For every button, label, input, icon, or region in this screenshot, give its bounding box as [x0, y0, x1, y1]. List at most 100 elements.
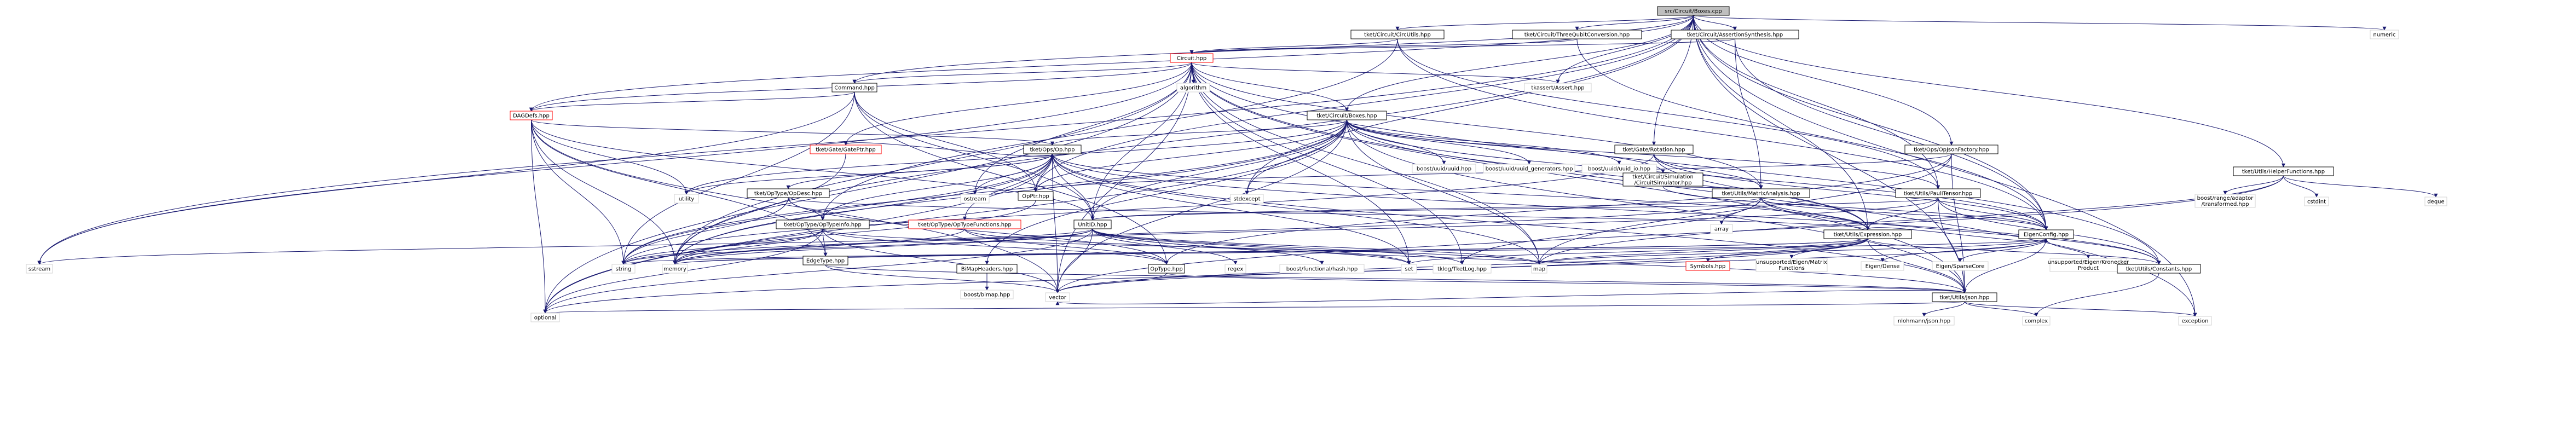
edge-command-to-unitid: [854, 91, 1095, 221]
node-label: stdexcept: [1233, 197, 1260, 203]
node-box: [2304, 197, 2329, 206]
node-label: vector: [1049, 295, 1067, 301]
edge-assertsynth-to-eigenconfig: [1735, 38, 2048, 230]
node-label: tket/Gate/GatePtr.hpp: [816, 147, 875, 153]
edge-boxes_hpp-to-vector: [1055, 119, 1347, 293]
edge-circutils-to-circuit: [1189, 38, 1398, 54]
node-eigenconfig[interactable]: EigenConfig.hpp: [2018, 229, 2074, 239]
node-boxes_hpp[interactable]: tket/Circuit/Boxes.hpp: [1307, 111, 1387, 120]
edge-boxes_cpp-to-tqconv: [1575, 15, 1694, 31]
node-label: Circuit.hpp: [1177, 56, 1206, 62]
node-box: [747, 188, 830, 198]
edge-eigenconfig-to-json: [1962, 238, 2047, 293]
edge-paulitensor-to-unitid: [1090, 197, 1938, 221]
node-opptr[interactable]: OpPtr.hpp: [1018, 191, 1054, 201]
node-gateptr[interactable]: tket/Gate/GatePtr.hpp: [810, 145, 882, 154]
node-label: tket/Circuit/CircUtils.hpp: [1364, 32, 1431, 38]
node-box: [1712, 188, 1810, 198]
node-label: set: [1405, 267, 1413, 273]
node-tqconv[interactable]: tket/Circuit/ThreeQubitConversion.hpp: [1512, 30, 1642, 39]
edge-circutils-to-optypeinfo: [821, 38, 1398, 221]
edge-helperfn-to-deque: [2283, 175, 2438, 198]
node-op[interactable]: tket/Ops/Op.hpp: [1023, 145, 1082, 154]
edge-helperfn-to-rangeadaptor: [2223, 175, 2284, 195]
nodes-layer: src/Circuit/Boxes.cpp tket/Circuit/CircUt…: [26, 6, 2447, 326]
node-dagdefs[interactable]: DAGDefs.hpp: [510, 111, 553, 120]
node-box: [1932, 292, 1997, 302]
edge-boxes_hpp-to-unitid: [1090, 119, 1347, 221]
node-bimap[interactable]: BiMapHeaders.hpp: [956, 264, 1018, 274]
edge-op-to-optional: [543, 153, 1053, 314]
edge-boxes_cpp-to-tkassert: [1556, 15, 1694, 84]
node-opjson[interactable]: tket/Ops/OpJsonFactory.hpp: [1904, 145, 1999, 154]
node-symbols[interactable]: Symbols.hpp: [1685, 261, 1730, 271]
node-circutils[interactable]: tket/Circuit/CircUtils.hpp: [1350, 30, 1445, 39]
node-optypefn[interactable]: tket/OpType/OpTypeFunctions.hpp: [908, 219, 1021, 229]
edge-circutils-to-paulitensor: [1397, 38, 1940, 189]
node-optypeinfo[interactable]: tket/OpType/OpTypeInfo.hpp: [776, 219, 870, 229]
node-boxes_cpp[interactable]: src/Circuit/Boxes.cpp: [1657, 6, 1730, 16]
node-expression[interactable]: tket/Utils/Expression.hpp: [1823, 229, 1912, 239]
node-label: boost/range/adaptor: [2197, 195, 2254, 201]
node-box: [1904, 145, 1999, 154]
node-paulitensor[interactable]: tket/Utils/PauliTensor.hpp: [1895, 188, 1981, 198]
edge-eigenconfig-to-map: [1537, 238, 2047, 265]
node-json[interactable]: tket/Utils/Json.hpp: [1932, 292, 1997, 302]
node-label: boost/uuid/uuid_generators.hpp: [1486, 166, 1573, 172]
node-label: tket/OpType/OpTypeInfo.hpp: [784, 222, 862, 228]
node-assertsynth[interactable]: tket/Circuit/AssertionSynthesis.hpp: [1671, 30, 1799, 39]
edge-circuit-to-set: [1191, 62, 1411, 265]
node-label: complex: [2025, 319, 2048, 325]
edge-boxes_hpp-to-op: [1050, 119, 1347, 146]
edge-opdesc-to-string: [621, 197, 789, 265]
node-box: [2424, 197, 2447, 206]
node-constants[interactable]: tket/Utils/Constants.hpp: [2117, 264, 2201, 274]
edge-boxes_cpp-to-helperfn: [1693, 15, 2285, 167]
edge-op-to-string: [621, 153, 1053, 265]
node-box: [1614, 145, 1694, 154]
node-box: [1433, 264, 1492, 274]
node-label: tket/Circuit/Simulation: [1632, 174, 1694, 180]
edge-boxes_cpp-to-memory: [673, 15, 1694, 265]
node-optype[interactable]: OpType.hpp: [1148, 264, 1185, 274]
node-box: [2018, 229, 2074, 239]
node-label: Eigen/Dense: [1865, 264, 1900, 270]
node-label: tket/Utils/Expression.hpp: [1834, 232, 1902, 238]
node-box: [1148, 264, 1185, 274]
node-edgetype[interactable]: EdgeType.hpp: [802, 256, 848, 265]
edge-circuit-to-constants: [1191, 62, 2161, 265]
node-gaterot[interactable]: tket/Gate/Rotation.hpp: [1614, 145, 1694, 154]
node-box: [1512, 30, 1642, 39]
edge-opjson-to-map: [1537, 153, 1952, 265]
edge-json-to-optional: [544, 301, 1965, 314]
node-box: [26, 264, 53, 274]
node-box: [2178, 316, 2212, 326]
node-nlohmann: nlohmann/json.hpp: [1893, 316, 1955, 326]
edge-circuit-to-json: [1191, 62, 1967, 293]
edge-op-to-constants: [1052, 153, 2161, 265]
edge-optypeinfo-to-edgetype: [822, 228, 828, 257]
node-box: [1073, 219, 1112, 229]
node-label: deque: [2427, 199, 2444, 205]
edge-optypeinfo-to-optype: [822, 228, 1169, 265]
edge-circuit-to-map: [1191, 62, 1541, 265]
node-unitid[interactable]: UnitID.hpp: [1073, 219, 1112, 229]
edge-dagdefs-to-utility: [531, 119, 689, 195]
node-opdesc[interactable]: tket/OpType/OpDesc.hpp: [747, 188, 830, 198]
edge-boxes_cpp-to-eigenconfig: [1693, 15, 2048, 230]
node-helperfn[interactable]: tket/Utils/HelperFunctions.hpp: [2233, 166, 2334, 176]
node-command[interactable]: Command.hpp: [831, 83, 877, 93]
edge-opjson-to-optype: [1164, 153, 1952, 265]
node-box: [1755, 258, 1828, 272]
edge-boxes_cpp-to-paulitensor: [1693, 15, 1940, 189]
node-circuit[interactable]: Circuit.hpp: [1170, 53, 1214, 63]
node-label: boost/functional/hash.hpp: [1286, 267, 1358, 273]
node-label: OpPtr.hpp: [1022, 194, 1049, 200]
node-matrixanal[interactable]: tket/Utils/MatrixAnalysis.hpp: [1712, 188, 1810, 198]
node-circsim[interactable]: tket/Circuit/Simulation/CircuitSimulator…: [1622, 172, 1703, 187]
edge-optype-to-vector: [1055, 273, 1167, 293]
edge-unitid-to-optional: [543, 228, 1093, 314]
edge-optype-to-json: [1166, 273, 1966, 293]
node-box: [1622, 172, 1703, 187]
node-label: tket/Utils/Constants.hpp: [2126, 267, 2192, 273]
